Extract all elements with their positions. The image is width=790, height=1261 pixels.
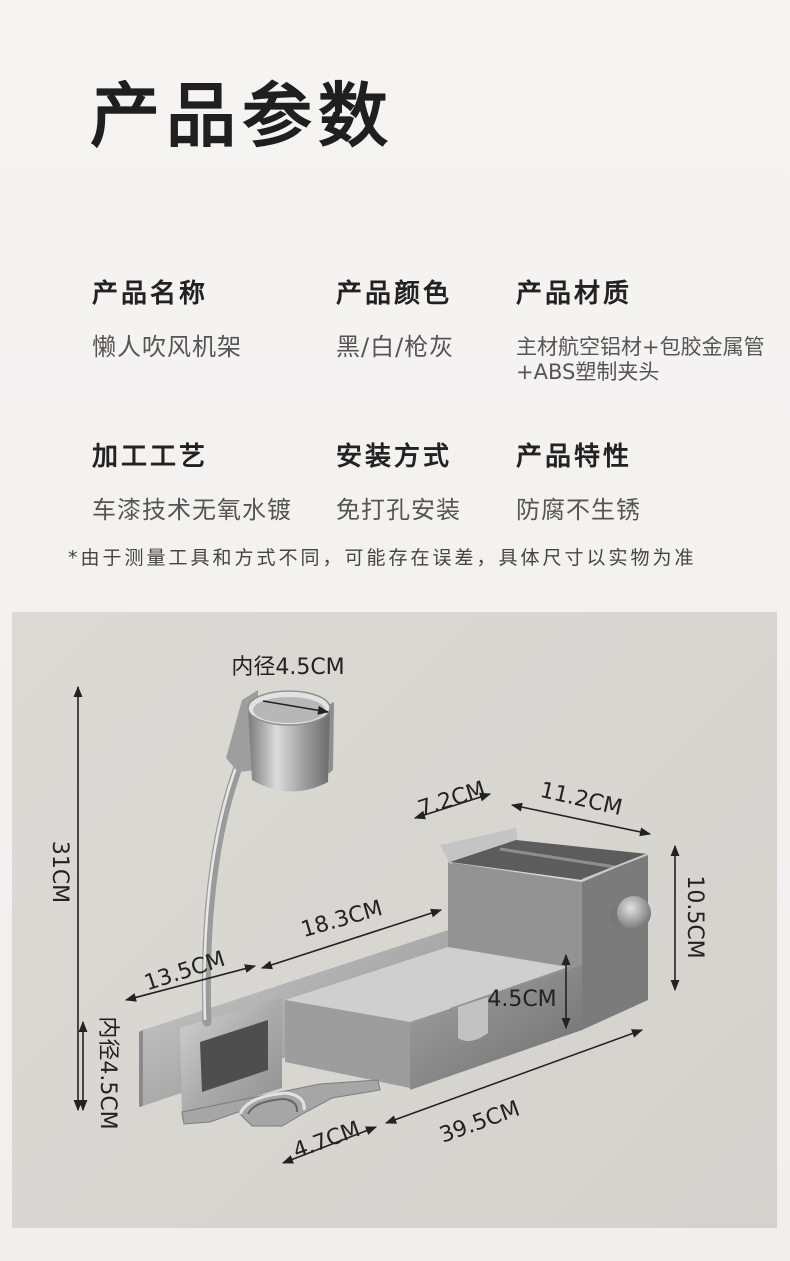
box-right-face [582, 854, 648, 1030]
dim-line-total-length [384, 1029, 644, 1124]
cup-body [248, 708, 330, 792]
spec-label: 产品颜色 [336, 279, 453, 309]
spec-value: 车漆技术无氧水镀 [92, 496, 292, 524]
dim-label-cup-diameter: 内径4.5CM [231, 655, 345, 680]
spec-label: 加工工艺 [92, 442, 209, 472]
dimension-diagram [12, 612, 777, 1228]
box-opening [450, 840, 648, 880]
dim-line-tray-depth [124, 964, 257, 1002]
spec-label: 产品材质 [516, 279, 633, 309]
spec-value: 防腐不生锈 [516, 496, 641, 524]
dim-line-tray-length [260, 908, 443, 970]
spec-label: 产品特性 [516, 442, 633, 472]
dim-line-box-width [510, 802, 652, 837]
dim-label-ring-diameter: 内径4.5CM [95, 1016, 120, 1130]
tray-floor [285, 947, 568, 1022]
box-rim-highlight [581, 853, 649, 881]
dim-line-cup-diameter [262, 700, 330, 715]
measurement-note: *由于测量工具和方式不同，可能存在误差，具体尺寸以实物为准 [68, 547, 697, 569]
dim-label-step-height: 4.5CM [487, 987, 557, 1012]
spec-value: 懒人吹风机架 [92, 333, 242, 361]
nozzle-fork [181, 1079, 381, 1127]
product-drawing [73, 685, 680, 1164]
spec-product-name: 产品名称 懒人吹风机架 [92, 278, 242, 361]
cup-inside [253, 697, 325, 723]
wall-plate-edge [139, 1030, 143, 1107]
spec-label: 产品名称 [92, 279, 209, 309]
spec-product-material: 产品材质 主材航空铝材+包胶金属管 +ABS塑制夹头 [516, 278, 765, 385]
page-title: 产品参数 [90, 75, 394, 157]
spec-installation: 安装方式 免打孔安装 [336, 441, 461, 524]
tray-end-wall [285, 1000, 410, 1088]
gooseneck-rod [201, 757, 245, 1027]
box-back-panel [440, 828, 518, 864]
box-divider [499, 847, 616, 869]
ring-holder-window [200, 1020, 268, 1092]
fork-inner-rim [247, 1097, 299, 1115]
spec-label: 安装方式 [336, 442, 453, 472]
spec-product-color: 产品颜色 黑/白/枪灰 [336, 278, 454, 361]
spec-value: 免打孔安装 [336, 496, 461, 524]
spec-value-line: 主材航空铝材+包胶金属管 [516, 335, 765, 359]
knob [617, 896, 651, 930]
spec-value: 主材航空铝材+包胶金属管 +ABS塑制夹头 [516, 335, 765, 385]
spec-value: 黑/白/枪灰 [336, 333, 455, 361]
dim-label-box-height: 10.5CM [682, 875, 707, 959]
dim-label-height: 31CM [47, 840, 72, 904]
spec-feature: 产品特性 防腐不生锈 [516, 441, 641, 524]
fork-rim [238, 1091, 306, 1115]
dim-line-fork-width [281, 1126, 378, 1164]
spec-value-line: +ABS塑制夹头 [516, 360, 660, 384]
dim-line-box-depth [413, 792, 492, 820]
spec-process: 加工工艺 车漆技术无氧水镀 [92, 441, 292, 524]
